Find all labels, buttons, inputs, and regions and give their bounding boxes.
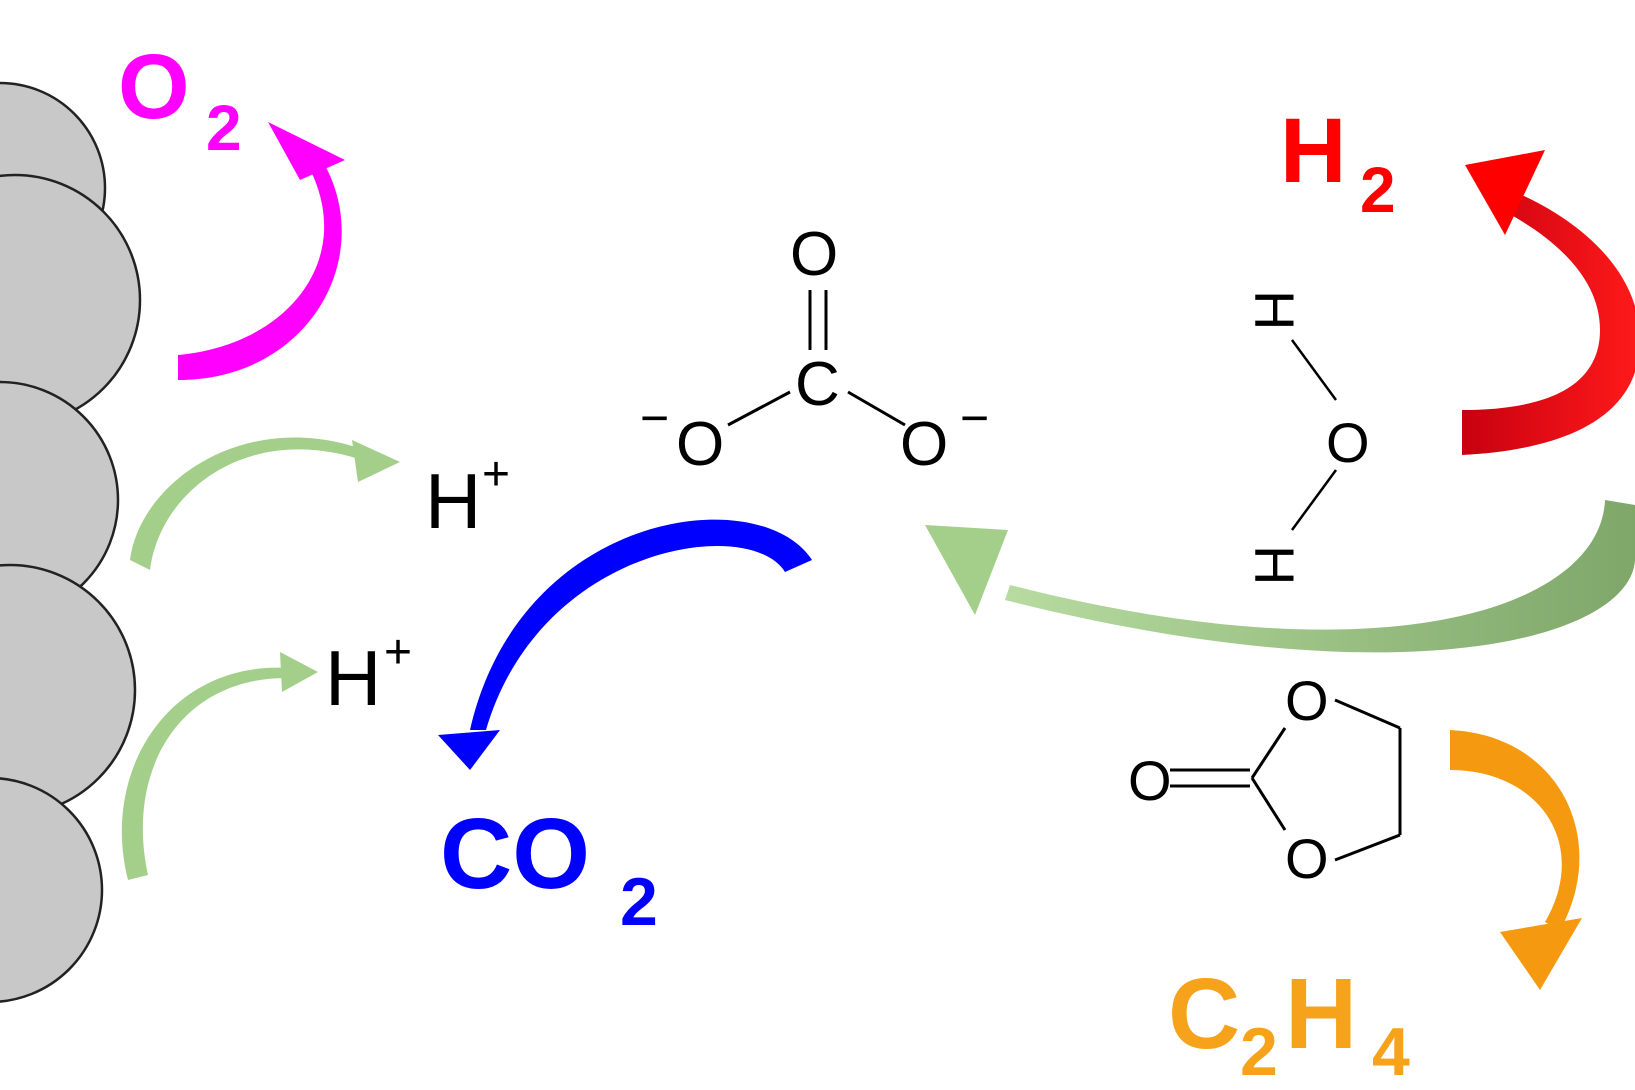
c2h4-h: H — [1285, 958, 1357, 1070]
carbonate-structure: O C O O − − — [640, 220, 989, 479]
o2-label: O 2 — [118, 36, 242, 164]
o2-evolution-arrow — [178, 122, 345, 380]
c2h4-evolution-arrow — [1450, 730, 1582, 990]
carbonate-top-oxygen: O — [790, 220, 838, 289]
ec-ring-oxygen-bottom: O — [1285, 827, 1329, 890]
ec-carbonyl-oxygen: O — [1128, 749, 1172, 812]
electrode-particles — [0, 81, 142, 1003]
carbonate-left-charge: − — [640, 390, 669, 446]
h2-main: H — [1280, 100, 1346, 202]
co2-main: CO — [440, 798, 590, 910]
ec-ring-oxygen-top: O — [1285, 669, 1329, 732]
water-bottom-hydrogen: H — [1243, 545, 1306, 585]
o2-subscript: 2 — [206, 92, 242, 164]
particle — [0, 563, 137, 817]
water-structure: H O H — [1243, 290, 1370, 585]
proton-upper-charge: + — [482, 448, 510, 501]
c2h4-label: C 2 H 4 — [1168, 958, 1410, 1090]
o2-main: O — [118, 36, 190, 138]
c2h4-subscript-4: 4 — [1372, 1014, 1410, 1090]
carbonate-right-charge: − — [960, 390, 989, 446]
water-top-hydrogen: H — [1243, 290, 1306, 330]
h2-label: H 2 — [1280, 100, 1396, 226]
co2-label: CO 2 — [440, 798, 658, 940]
c2h4-subscript-2: 2 — [1240, 1014, 1278, 1090]
particle — [0, 380, 120, 620]
water-oxygen: O — [1326, 411, 1370, 474]
carbonate-formation-arrow — [925, 500, 1635, 653]
carbonate-right-oxygen: O — [900, 410, 948, 479]
proton-arrow-upper — [130, 437, 400, 570]
proton-upper-h: H — [425, 457, 481, 545]
ethylene-carbonate-structure — [1170, 698, 1402, 862]
proton-lower-h: H — [325, 634, 381, 722]
c2h4-c: C — [1168, 958, 1240, 1070]
co2-evolution-arrow — [438, 519, 812, 770]
h2-evolution-arrow — [1462, 150, 1635, 455]
h2-subscript: 2 — [1360, 154, 1396, 226]
proton-lower-charge: + — [384, 626, 412, 679]
particle — [0, 777, 104, 1003]
proton-lower: H + — [325, 626, 412, 722]
carbonate-left-oxygen: O — [676, 410, 724, 479]
co2-subscript: 2 — [620, 864, 658, 940]
proton-arrow-lower — [121, 652, 318, 880]
carbonate-carbon: C — [795, 350, 840, 419]
proton-upper: H + — [425, 448, 510, 545]
